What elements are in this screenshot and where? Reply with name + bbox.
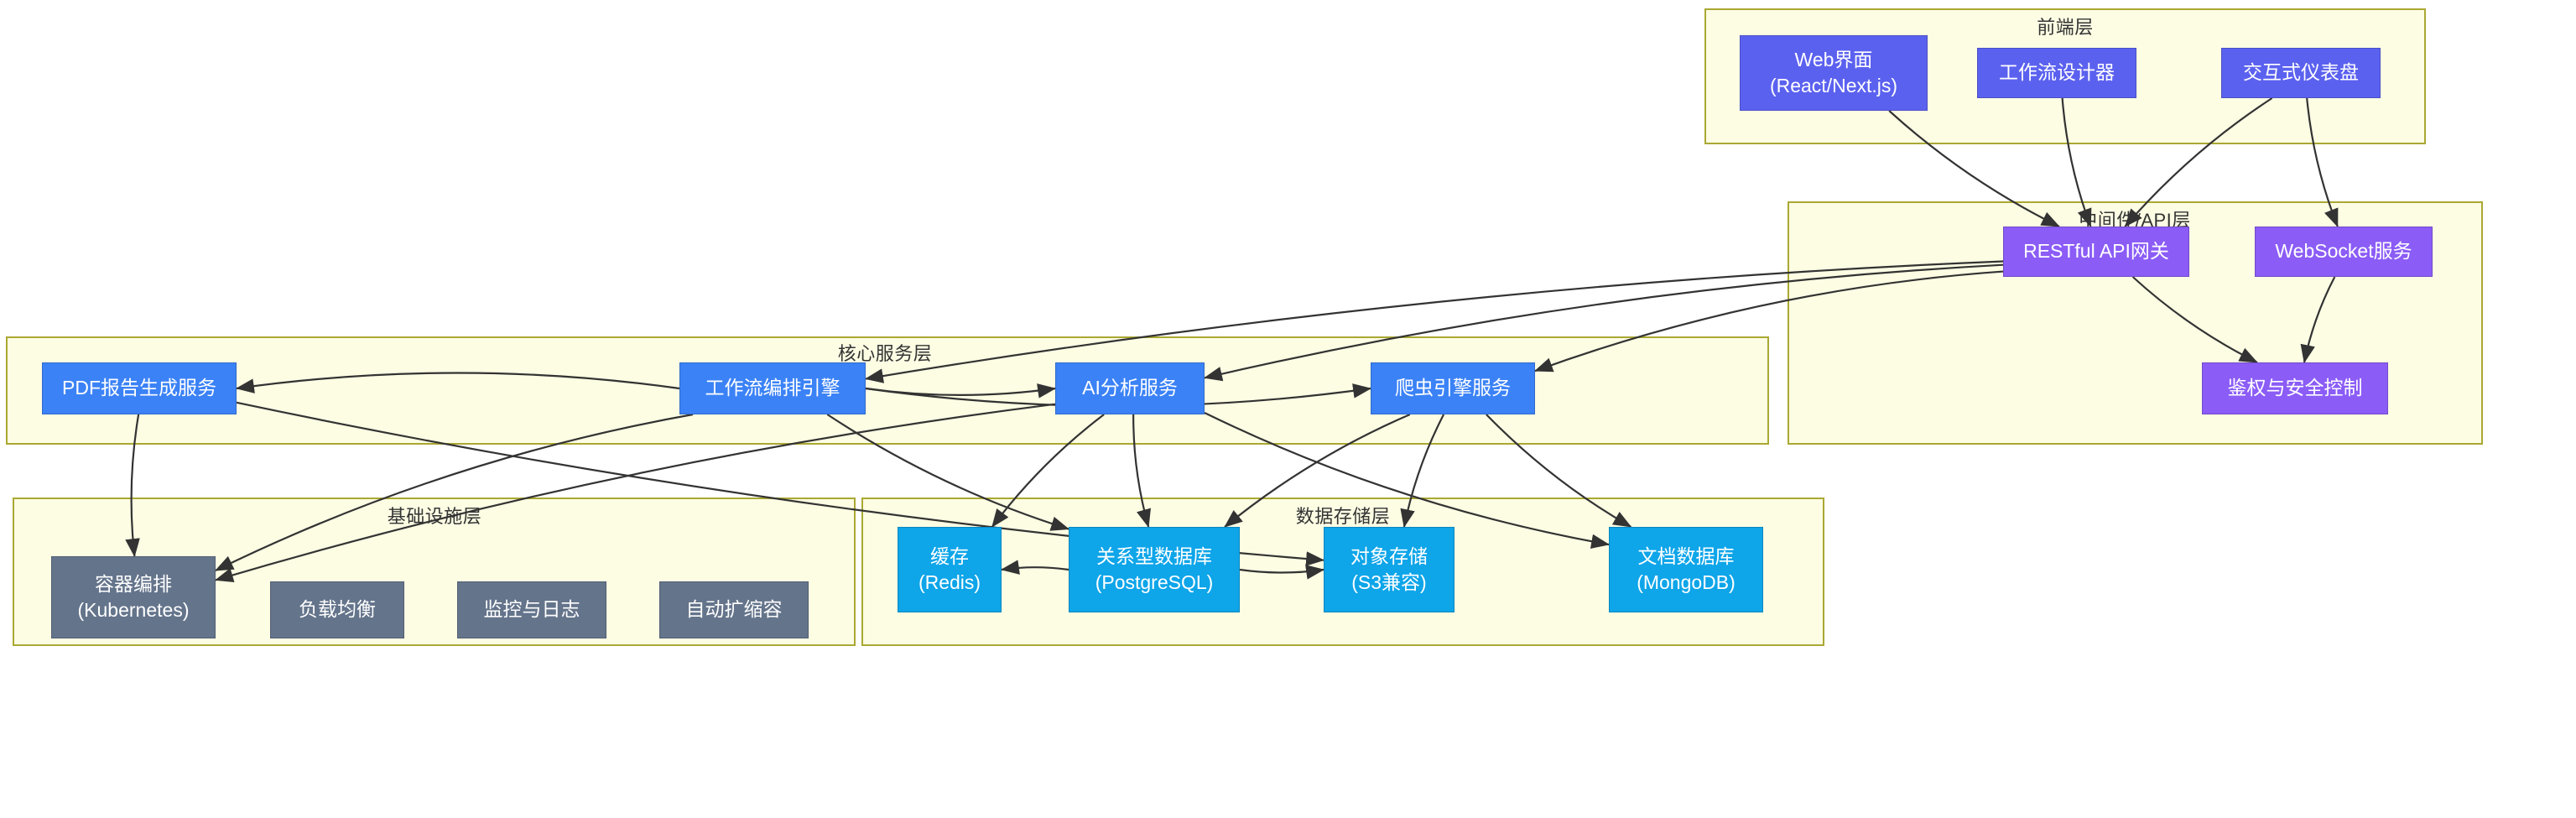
- node-cache-redis[interactable]: 缓存 (Redis): [898, 527, 1002, 612]
- node-websocket-service[interactable]: WebSocket服务: [2255, 227, 2433, 277]
- node-label: 工作流编排引擎: [705, 377, 840, 399]
- cluster-title-frontend: 前端层: [2037, 17, 2094, 38]
- node-object-storage[interactable]: 对象存储 (S3兼容): [1324, 527, 1455, 612]
- node-label: 缓存: [930, 544, 969, 567]
- node-rest-api-gateway[interactable]: RESTful API网关: [2003, 227, 2189, 277]
- node-label: 负载均衡: [299, 598, 376, 621]
- node-label: (S3兼容): [1351, 571, 1427, 593]
- node-label: Web界面: [1794, 48, 1873, 70]
- node-label: PDF报告生成服务: [62, 377, 216, 399]
- node-label: (Redis): [918, 571, 981, 593]
- node-workflow-designer[interactable]: 工作流设计器: [1977, 48, 2136, 98]
- node-label: 关系型数据库: [1096, 544, 1212, 567]
- node-ai-analysis-service[interactable]: AI分析服务: [1055, 362, 1205, 414]
- cluster-title-infrastructure: 基础设施层: [387, 506, 482, 527]
- node-web-ui[interactable]: Web界面 (React/Next.js): [1740, 35, 1928, 111]
- node-label: 自动扩缩容: [685, 598, 783, 621]
- node-label: 爬虫引擎服务: [1395, 377, 1511, 399]
- node-label: 鉴权与安全控制: [2227, 377, 2363, 399]
- node-label: (React/Next.js): [1769, 75, 1898, 96]
- node-label: RESTful API网关: [2023, 240, 2169, 263]
- node-auth-security[interactable]: 鉴权与安全控制: [2202, 362, 2388, 414]
- node-workflow-engine[interactable]: 工作流编排引擎: [679, 362, 866, 414]
- node-pdf-report-service[interactable]: PDF报告生成服务: [42, 362, 237, 414]
- node-document-db[interactable]: 文档数据库 (MongoDB): [1609, 527, 1763, 612]
- cluster-title-data-storage: 数据存储层: [1295, 506, 1391, 527]
- node-relational-db[interactable]: 关系型数据库 (PostgreSQL): [1069, 527, 1240, 612]
- node-label: (PostgreSQL): [1095, 571, 1214, 593]
- node-label: (MongoDB): [1637, 571, 1736, 593]
- node-label: 文档数据库: [1637, 544, 1735, 567]
- node-monitoring-logging[interactable]: 监控与日志: [457, 581, 606, 638]
- node-label: 工作流设计器: [1999, 61, 2115, 84]
- node-label: 交互式仪表盘: [2243, 61, 2359, 84]
- node-auto-scaling[interactable]: 自动扩缩容: [659, 581, 809, 638]
- node-crawler-engine-service[interactable]: 爬虫引擎服务: [1371, 362, 1535, 414]
- node-interactive-dashboard[interactable]: 交互式仪表盘: [2221, 48, 2381, 98]
- node-load-balancer[interactable]: 负载均衡: [270, 581, 404, 638]
- node-label: 容器编排: [95, 572, 172, 595]
- node-label: 监控与日志: [483, 598, 580, 621]
- node-label: (Kubernetes): [77, 599, 190, 621]
- node-label: WebSocket服务: [2275, 240, 2412, 263]
- node-label: 对象存储: [1350, 544, 1428, 567]
- node-container-orchestration[interactable]: 容器编排 (Kubernetes): [51, 556, 216, 638]
- node-label: AI分析服务: [1082, 377, 1178, 399]
